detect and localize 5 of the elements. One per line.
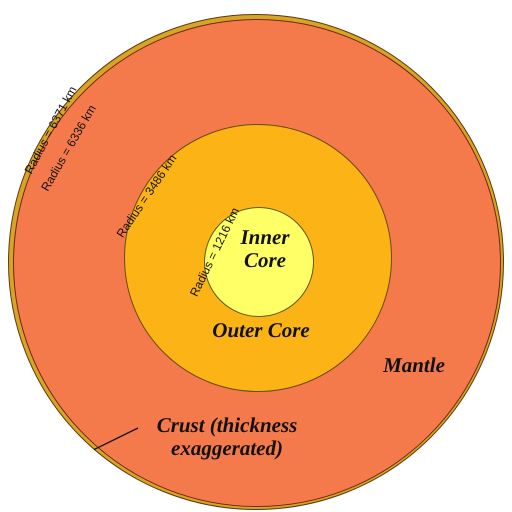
layer-label: Mantle xyxy=(382,354,446,378)
callout-text: Crust (thickness exaggerated) xyxy=(132,414,322,460)
layer-label: Outer Core xyxy=(211,319,311,342)
layer-label: Inner Core xyxy=(239,226,291,272)
leader-line xyxy=(94,427,138,450)
